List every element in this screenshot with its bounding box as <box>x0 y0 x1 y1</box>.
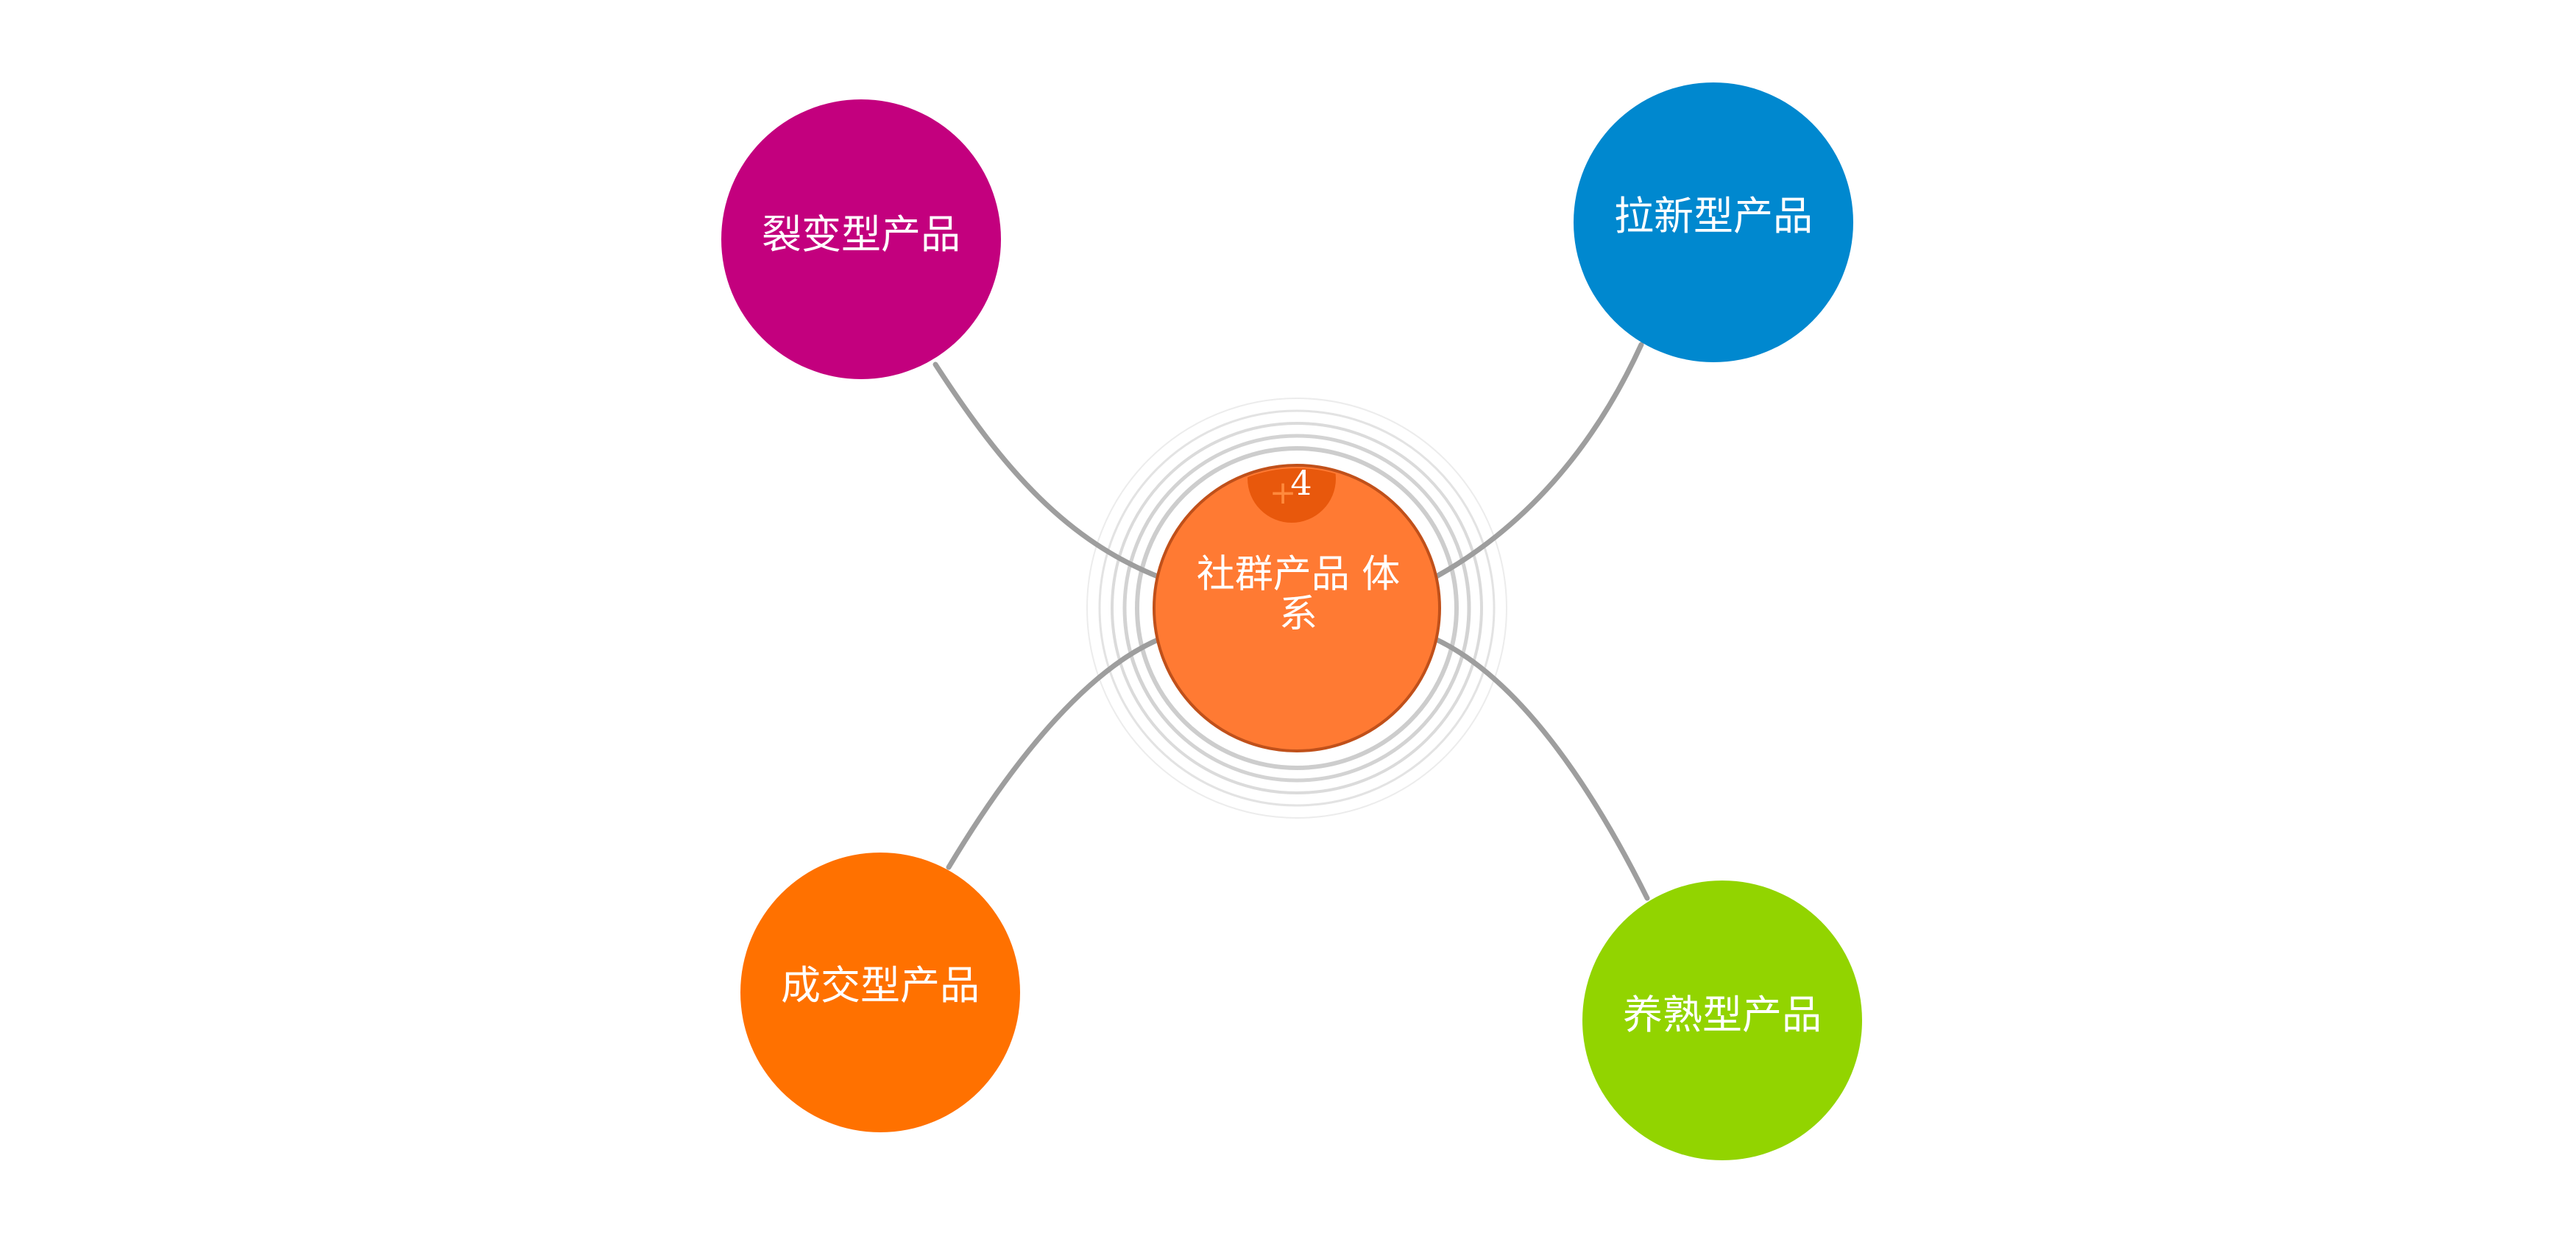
collapse-badge[interactable] <box>1248 434 1336 523</box>
node-fission[interactable]: 裂变型产品 <box>721 99 1001 379</box>
center-ring <box>1086 398 1507 819</box>
center-node[interactable]: + 4 社群产品 体 系 <box>1153 434 1441 752</box>
center-label-line2: 系 <box>1279 593 1317 637</box>
node-circle <box>721 99 1001 379</box>
connector-line <box>1431 635 1650 901</box>
connectors <box>933 342 1650 901</box>
child-count-badge: 4 <box>1290 463 1312 503</box>
center-ring <box>1135 446 1459 770</box>
node-label: 拉新型产品 <box>1614 193 1813 239</box>
node-label: 裂变型产品 <box>762 211 960 258</box>
center-rings <box>1086 398 1507 819</box>
node-label: 成交型产品 <box>781 962 980 1009</box>
center-ring <box>1111 422 1483 794</box>
node-conversion[interactable]: 成交型产品 <box>740 853 1020 1132</box>
connector-line <box>946 635 1164 870</box>
node-label: 养熟型产品 <box>1623 992 1822 1038</box>
node-circle <box>740 853 1020 1132</box>
center-ring <box>1122 434 1471 783</box>
node-circle <box>1582 881 1862 1160</box>
connector-line <box>933 361 1164 581</box>
center-ring <box>1098 409 1496 807</box>
center-label-line1: 社群产品 体 <box>1197 553 1401 597</box>
plus-icon[interactable]: + <box>1270 474 1297 512</box>
connector-line <box>1431 342 1644 581</box>
node-nurture[interactable]: 养熟型产品 <box>1582 881 1862 1160</box>
node-acquisition[interactable]: 拉新型产品 <box>1574 82 1853 362</box>
center-circle <box>1153 464 1441 752</box>
node-circle <box>1574 82 1853 362</box>
